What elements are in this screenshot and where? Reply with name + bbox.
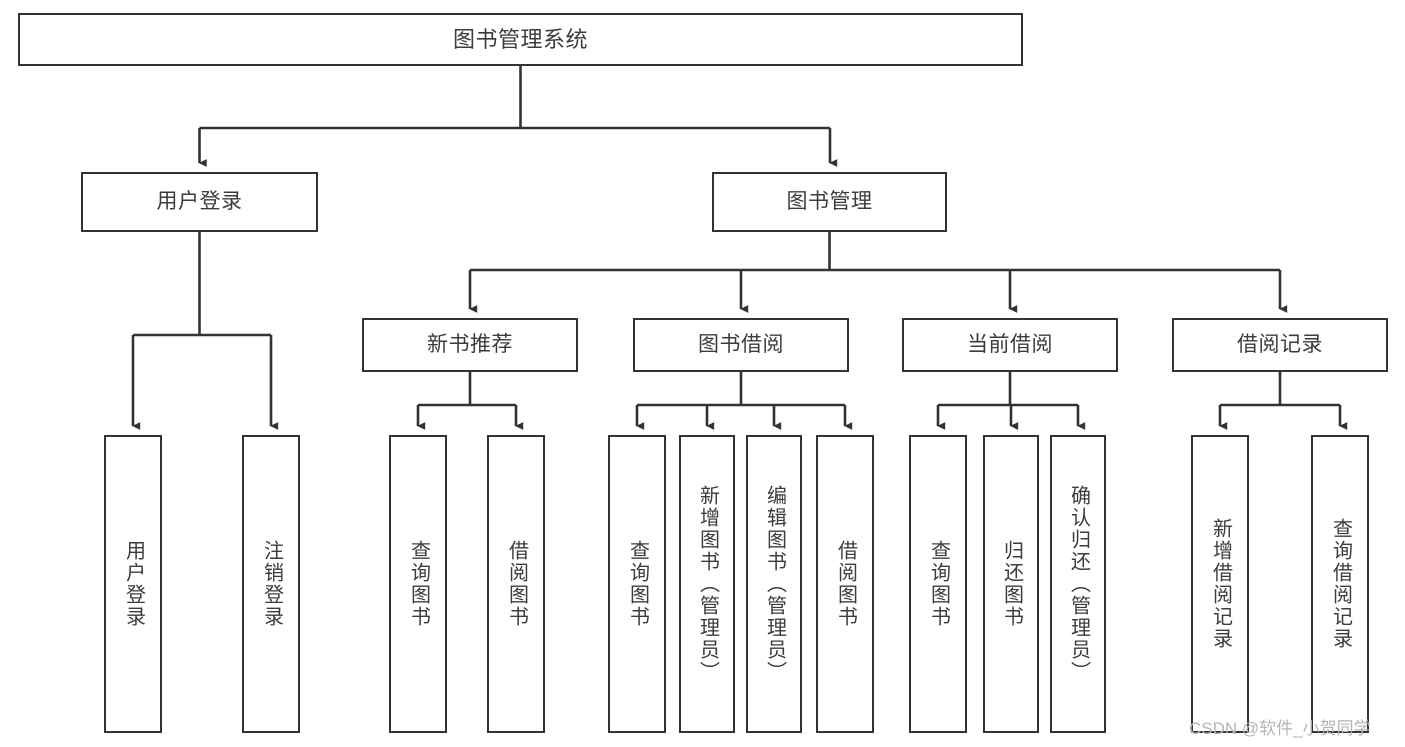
node-leaf-query-book-recommend[interactable]: 查询图书 bbox=[389, 435, 447, 733]
node-label: 当前借阅 bbox=[967, 332, 1053, 356]
node-book-borrow[interactable]: 图书借阅 bbox=[633, 318, 849, 372]
node-label: 借阅记录 bbox=[1237, 332, 1323, 356]
node-leaf-query-book-current[interactable]: 查询图书 bbox=[909, 435, 967, 733]
node-label: 借阅图书 bbox=[505, 540, 528, 628]
node-leaf-query-book-borrow[interactable]: 查询图书 bbox=[608, 435, 666, 733]
node-label: 编辑图书（管理员） bbox=[763, 485, 786, 683]
node-new-book-recommend[interactable]: 新书推荐 bbox=[362, 318, 578, 372]
node-leaf-edit-book[interactable]: 编辑图书（管理员） bbox=[746, 435, 802, 733]
node-leaf-add-borrow-record[interactable]: 新增借阅记录 bbox=[1191, 435, 1249, 733]
node-label: 新书推荐 bbox=[427, 332, 513, 356]
node-label: 查询图书 bbox=[927, 540, 950, 628]
node-borrow-record[interactable]: 借阅记录 bbox=[1172, 318, 1388, 372]
node-leaf-confirm-return[interactable]: 确认归还（管理员） bbox=[1050, 435, 1106, 733]
node-leaf-user-logout[interactable]: 注销登录 bbox=[242, 435, 300, 733]
node-label: 用户登录 bbox=[156, 189, 243, 213]
node-leaf-add-book[interactable]: 新增图书（管理员） bbox=[679, 435, 735, 733]
node-label: 新增图书（管理员） bbox=[696, 485, 719, 683]
node-root-system[interactable]: 图书管理系统 bbox=[18, 13, 1023, 66]
node-label: 确认归还（管理员） bbox=[1067, 485, 1090, 683]
node-label: 归还图书 bbox=[1000, 540, 1023, 628]
csdn-watermark: CSDN @软件_小贺同学 bbox=[1189, 719, 1371, 738]
node-current-borrow[interactable]: 当前借阅 bbox=[902, 318, 1118, 372]
node-user-login[interactable]: 用户登录 bbox=[81, 172, 318, 232]
node-leaf-user-login[interactable]: 用户登录 bbox=[104, 435, 162, 733]
node-label: 查询借阅记录 bbox=[1329, 518, 1352, 650]
node-label: 图书管理系统 bbox=[452, 26, 588, 52]
node-leaf-query-borrow-record[interactable]: 查询借阅记录 bbox=[1311, 435, 1369, 733]
node-label: 图书借阅 bbox=[698, 332, 784, 356]
node-leaf-return-book[interactable]: 归还图书 bbox=[983, 435, 1039, 733]
node-label: 注销登录 bbox=[260, 540, 283, 628]
node-book-manage[interactable]: 图书管理 bbox=[712, 172, 947, 232]
node-label: 借阅图书 bbox=[834, 540, 857, 628]
node-leaf-borrow-book[interactable]: 借阅图书 bbox=[816, 435, 874, 733]
node-label: 用户登录 bbox=[122, 540, 145, 628]
node-label: 图书管理 bbox=[786, 189, 873, 213]
node-label: 新增借阅记录 bbox=[1209, 518, 1232, 650]
node-label: 查询图书 bbox=[407, 540, 430, 628]
node-leaf-borrow-book-recommend[interactable]: 借阅图书 bbox=[487, 435, 545, 733]
node-label: 查询图书 bbox=[626, 540, 649, 628]
